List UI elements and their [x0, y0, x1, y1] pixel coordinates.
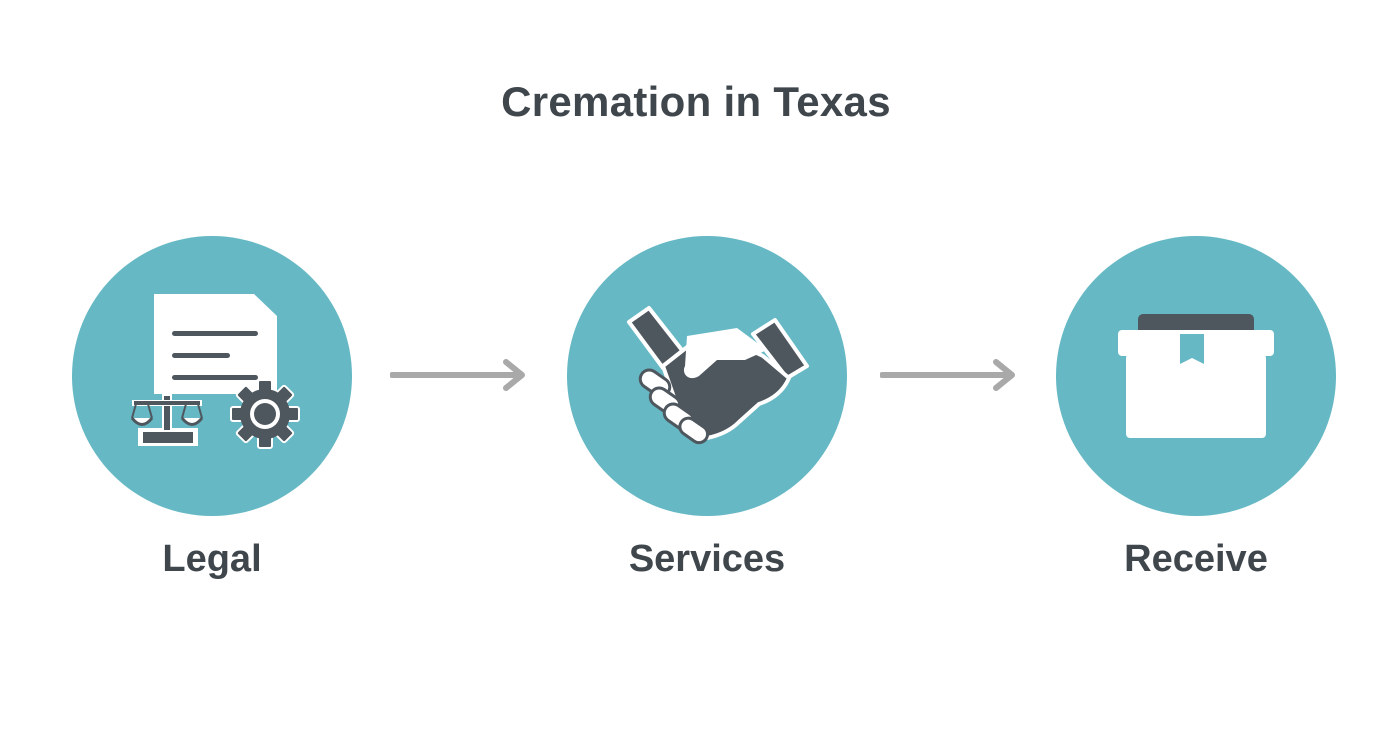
step-receive [1056, 236, 1336, 516]
diagram-title: Cremation in Texas [501, 78, 891, 125]
step-label-services: Services [628, 538, 786, 580]
step-circle [567, 236, 847, 516]
box-icon [1118, 314, 1274, 438]
step-services [567, 236, 847, 516]
step-circle [1056, 236, 1336, 516]
handshake-icon [627, 306, 809, 445]
arrow-right-icon [880, 359, 1015, 391]
step-circle [72, 236, 352, 516]
arrow-right-icon [390, 359, 525, 391]
step-label-legal: Legal [162, 538, 262, 580]
step-label-receive: Receive [1124, 538, 1268, 580]
document-scales-gear-icon [130, 294, 300, 449]
step-legal [72, 236, 352, 516]
